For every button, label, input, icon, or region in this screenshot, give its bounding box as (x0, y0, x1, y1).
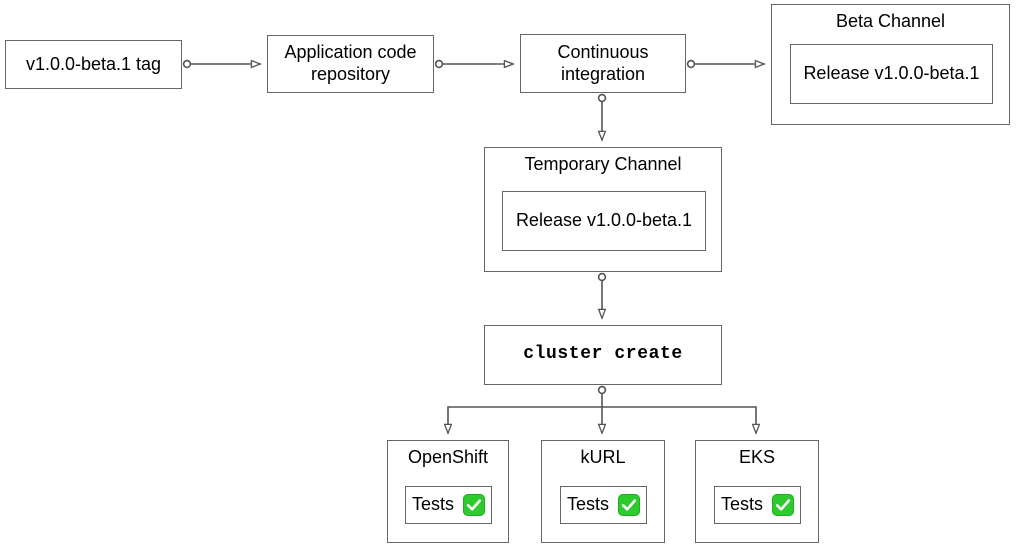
green-check-icon (618, 494, 640, 516)
node-temporary-channel-release[interactable]: Release v1.0.0-beta.1 (502, 191, 706, 251)
edge-source-dot-ci-right (686, 59, 696, 69)
edge-branch-bus (447, 406, 757, 433)
node-temporary-channel[interactable]: Temporary Channel Release v1.0.0-beta.1 (484, 147, 722, 272)
edge-source-dot-repo (434, 59, 444, 69)
node-beta-channel[interactable]: Beta Channel Release v1.0.0-beta.1 (771, 4, 1010, 125)
node-openshift-title: OpenShift (407, 447, 489, 467)
node-kurl-title: kURL (580, 447, 626, 467)
node-beta-channel-release-label: Release v1.0.0-beta.1 (803, 63, 980, 84)
node-version-tag[interactable]: v1.0.0-beta.1 tag (5, 40, 182, 89)
node-temporary-channel-title: Temporary Channel (524, 154, 682, 174)
node-eks-tests-label: Tests (720, 494, 763, 515)
edge-source-dot-cluster (597, 385, 607, 395)
node-temporary-channel-release-label: Release v1.0.0-beta.1 (515, 210, 693, 231)
node-cluster-create[interactable]: cluster create (484, 325, 722, 385)
node-continuous-integration-label: Continuous integration (557, 41, 649, 84)
node-application-code-repository-label: Application code repository (284, 42, 417, 84)
green-check-icon (463, 494, 485, 516)
node-eks-title: EKS (738, 447, 776, 467)
node-eks-tests[interactable]: Tests (714, 486, 801, 524)
node-continuous-integration[interactable]: Continuous integration (520, 34, 686, 93)
node-kurl-tests-label: Tests (566, 494, 609, 515)
node-application-code-repository[interactable]: Application code repository (267, 35, 434, 93)
node-cluster-create-label: cluster create (523, 344, 683, 365)
edge-source-dot-tag (182, 59, 192, 69)
node-eks[interactable]: EKS Tests (695, 440, 819, 543)
node-kurl-tests[interactable]: Tests (560, 486, 647, 524)
edge-source-dot-temp (597, 272, 607, 282)
edge-source-dot-ci-bottom (597, 93, 607, 103)
node-kurl[interactable]: kURL Tests (541, 440, 665, 543)
node-version-tag-label: v1.0.0-beta.1 tag (25, 53, 162, 74)
node-openshift-tests[interactable]: Tests (405, 486, 492, 524)
green-check-icon (772, 494, 794, 516)
node-openshift-tests-label: Tests (411, 494, 454, 515)
node-beta-channel-title: Beta Channel (835, 11, 946, 31)
node-openshift[interactable]: OpenShift Tests (387, 440, 509, 543)
node-beta-channel-release[interactable]: Release v1.0.0-beta.1 (790, 44, 993, 104)
